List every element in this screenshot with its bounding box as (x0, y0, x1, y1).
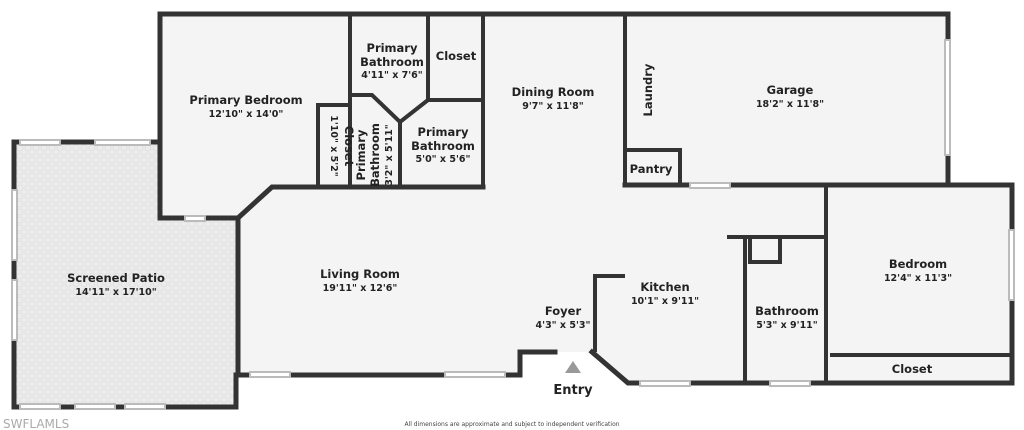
room-name-primary-bathroom-1: Primary (367, 41, 418, 55)
room-dims-closet-small: 1'10" x 5'2" (328, 115, 339, 177)
room-dims-living: 19'11" x 12'6" (323, 283, 398, 294)
interior-walls (316, 14, 1012, 383)
room-dims-primary-bedroom: 12'10" x 14'0" (209, 109, 284, 120)
room-name-closet-top: Closet (436, 49, 477, 63)
room-name-living: Living Room (320, 267, 400, 281)
room-dims-patio: 14'11" x 17'10" (75, 287, 156, 298)
entry-arrow-icon (565, 361, 581, 373)
disclaimer: All dimensions are approximate and subje… (404, 421, 619, 428)
room-name-primary-bathroom-3a: Primary (418, 125, 469, 139)
room-name-laundry: Laundry (641, 63, 655, 116)
room-name-kitchen: Kitchen (640, 280, 689, 294)
watermark-logo: SWFLAMLS (3, 417, 69, 430)
room-dims-kitchen: 10'1" x 9'11" (631, 296, 699, 307)
house-floor (160, 14, 1012, 383)
room-name-primary-bathroom-2b: Bathroom (368, 123, 382, 187)
room-name-bathroom: Bathroom (755, 304, 819, 318)
room-dims-primary-bathroom-1: 4'11" x 7'6" (361, 70, 423, 81)
room-name-patio: Screened Patio (67, 271, 165, 285)
room-name-primary-bathroom-1b: Bathroom (360, 55, 424, 69)
room-name-primary-bedroom: Primary Bedroom (189, 93, 302, 107)
room-name-bedroom: Bedroom (889, 257, 947, 271)
room-name-garage: Garage (767, 83, 814, 97)
room-dims-foyer: 4'3" x 5'3" (536, 320, 591, 331)
room-dims-dining: 9'7" x 11'8" (522, 101, 584, 112)
room-name-pantry: Pantry (630, 162, 673, 176)
room-dims-bathroom: 5'3" x 9'11" (756, 320, 818, 331)
room-dims-primary-bathroom-2: 3'2" x 5'11" (384, 124, 395, 186)
room-dims-garage: 18'2" x 11'8" (756, 99, 824, 110)
room-name-foyer: Foyer (545, 304, 582, 318)
room-name-primary-bathroom-3b: Bathroom (411, 139, 475, 153)
room-name-closet-small: Closet (342, 126, 356, 167)
entry-label: Entry (553, 383, 593, 398)
room-name-closet-bedroom: Closet (892, 362, 933, 376)
room-name-dining: Dining Room (512, 85, 595, 99)
room-name-primary-bathroom-2a: Primary (354, 129, 368, 180)
room-dims-primary-bathroom-3: 5'0" x 5'6" (416, 154, 471, 165)
windows (11, 39, 1015, 410)
room-dims-bedroom: 12'4" x 11'3" (884, 273, 952, 284)
